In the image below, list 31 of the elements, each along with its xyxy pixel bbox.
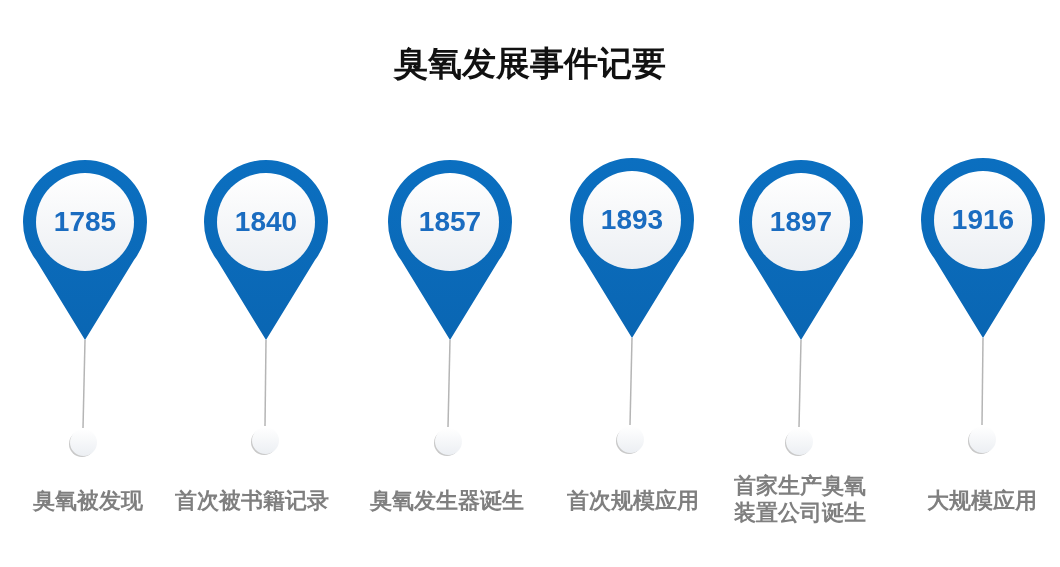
- year-label: 1785: [53, 208, 117, 236]
- map-pin-marker: [22, 160, 148, 340]
- year-label: 1893: [600, 206, 664, 234]
- connector-line: [264, 339, 267, 427]
- connector-line: [82, 339, 86, 429]
- connector-line: [629, 337, 633, 426]
- timeline-dot: [967, 425, 997, 455]
- event-label: 臭氧发生器诞生: [370, 486, 524, 514]
- timeline-dot: [784, 427, 814, 457]
- event-label: 首次被书籍记录: [175, 486, 329, 514]
- event-label: 大规模应用: [927, 486, 1037, 514]
- connector-line: [447, 339, 451, 428]
- connector-line: [981, 337, 984, 426]
- timeline-dot: [68, 428, 98, 458]
- connector-line: [798, 339, 802, 428]
- year-label: 1897: [769, 208, 833, 236]
- timeline-dot: [250, 426, 280, 456]
- event-label: 臭氧被发现: [33, 486, 143, 514]
- diagram-title: 臭氧发展事件记要: [394, 43, 666, 84]
- map-pin-marker: [920, 158, 1046, 338]
- year-label: 1916: [951, 206, 1015, 234]
- timeline-dot: [615, 425, 645, 455]
- year-label: 1857: [418, 208, 482, 236]
- year-label: 1840: [234, 208, 298, 236]
- event-label: 首次规模应用: [567, 486, 699, 514]
- map-pin-marker: [569, 158, 695, 338]
- map-pin-marker: [738, 160, 864, 340]
- map-pin-marker: [203, 160, 329, 340]
- map-pin-marker: [387, 160, 513, 340]
- event-label: 首家生产臭氧装置公司诞生: [733, 472, 867, 526]
- timeline-dot: [433, 427, 463, 457]
